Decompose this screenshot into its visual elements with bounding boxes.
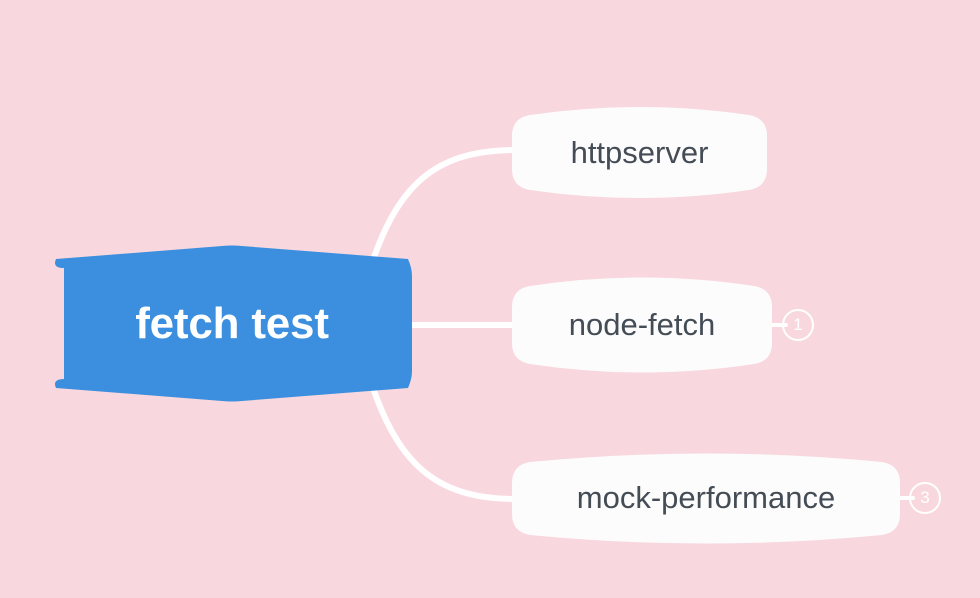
branch-node-node-fetch-shape[interactable] <box>512 277 772 373</box>
branch-node-httpserver-shape[interactable] <box>512 107 767 198</box>
badge-circle-mock-performance[interactable] <box>909 482 941 514</box>
root-node[interactable] <box>55 245 412 402</box>
link-root-to-mock-performance <box>369 382 519 502</box>
badge-circle-node-fetch[interactable] <box>782 309 814 341</box>
branch-node-mock-performance-shape[interactable] <box>512 453 900 544</box>
link-root-to-httpserver <box>369 147 519 266</box>
connector-links <box>369 147 519 502</box>
